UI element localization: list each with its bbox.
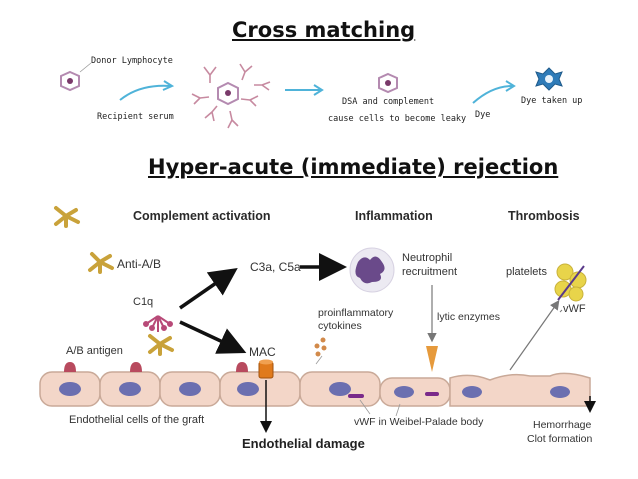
- dyed-cell-icon: [535, 67, 563, 91]
- c1q-icon: [143, 315, 173, 332]
- leaky-cell-icon: [378, 72, 398, 94]
- proinflammatory-label-line1: proinflammatory: [318, 307, 394, 319]
- endothelial-cell-row: [39, 371, 591, 407]
- neutrophil-icon: [349, 247, 395, 293]
- c1q-label: C1q: [133, 296, 154, 308]
- endothelial-cells-label: Endothelial cells of the graft: [69, 414, 205, 426]
- hyperacute-title: Hyper-acute (immediate) rejection: [148, 155, 559, 179]
- neutrophil-label-line2: recruitment: [402, 266, 458, 278]
- endothelial-damage-label: Endothelial damage: [242, 436, 365, 451]
- dsa-label-line1: DSA and complement: [342, 97, 435, 107]
- complement-activation-header: Complement activation: [133, 209, 271, 223]
- dye-label: Dye: [475, 110, 491, 120]
- recipient-serum-label: Recipient serum: [97, 112, 174, 122]
- donor-lymphocyte-label: Donor Lymphocyte: [91, 56, 173, 66]
- arrow-to-mac-icon: [179, 320, 247, 354]
- vwf-weibel-label: vWF in Weibel-Palade body: [354, 416, 484, 428]
- c3a-c5a-label: C3a, C5a: [250, 260, 301, 274]
- donor-lymphocyte-icon: [60, 70, 80, 92]
- thrombosis-arrow-icon: [509, 300, 560, 371]
- lytic-enzymes-label: lytic enzymes: [437, 311, 501, 323]
- arrow-3-icon: [472, 85, 513, 104]
- anti-ab-antibody-icon: [54, 206, 174, 356]
- hemorrhage-label: Hemorrhage: [533, 419, 592, 431]
- ab-antigen-label: A/B antigen: [66, 345, 123, 357]
- platelets-label: platelets: [506, 266, 547, 278]
- arrow-to-c3a-icon: [179, 268, 238, 310]
- ab-antigen-icon: [64, 362, 248, 372]
- arrow-1-icon: [119, 84, 171, 101]
- thrombosis-header: Thrombosis: [508, 209, 580, 223]
- antibody-coated-cell-icon: [191, 63, 271, 129]
- donor-pointer-line: [79, 62, 92, 73]
- inflammation-header: Inflammation: [355, 209, 433, 223]
- neutrophil-label-line1: Neutrophil: [402, 252, 453, 264]
- clot-formation-label: Clot formation: [527, 433, 593, 445]
- mac-label: MAC: [249, 345, 276, 359]
- platelets-icon: [554, 263, 587, 302]
- mac-icon: [258, 359, 274, 379]
- proinflammatory-label-line2: cytokines: [318, 320, 362, 332]
- anti-ab-label: Anti-A/B: [117, 257, 162, 271]
- cross-matching-title: Cross matching: [232, 18, 416, 42]
- dsa-label-line2: cause cells to become leaky: [328, 114, 467, 124]
- cytokine-dots-icon: [314, 337, 327, 357]
- lytic-enzyme-icon: [426, 346, 438, 372]
- dye-taken-up-label: Dye taken up: [521, 96, 583, 106]
- vwf-label: vWF: [563, 303, 586, 315]
